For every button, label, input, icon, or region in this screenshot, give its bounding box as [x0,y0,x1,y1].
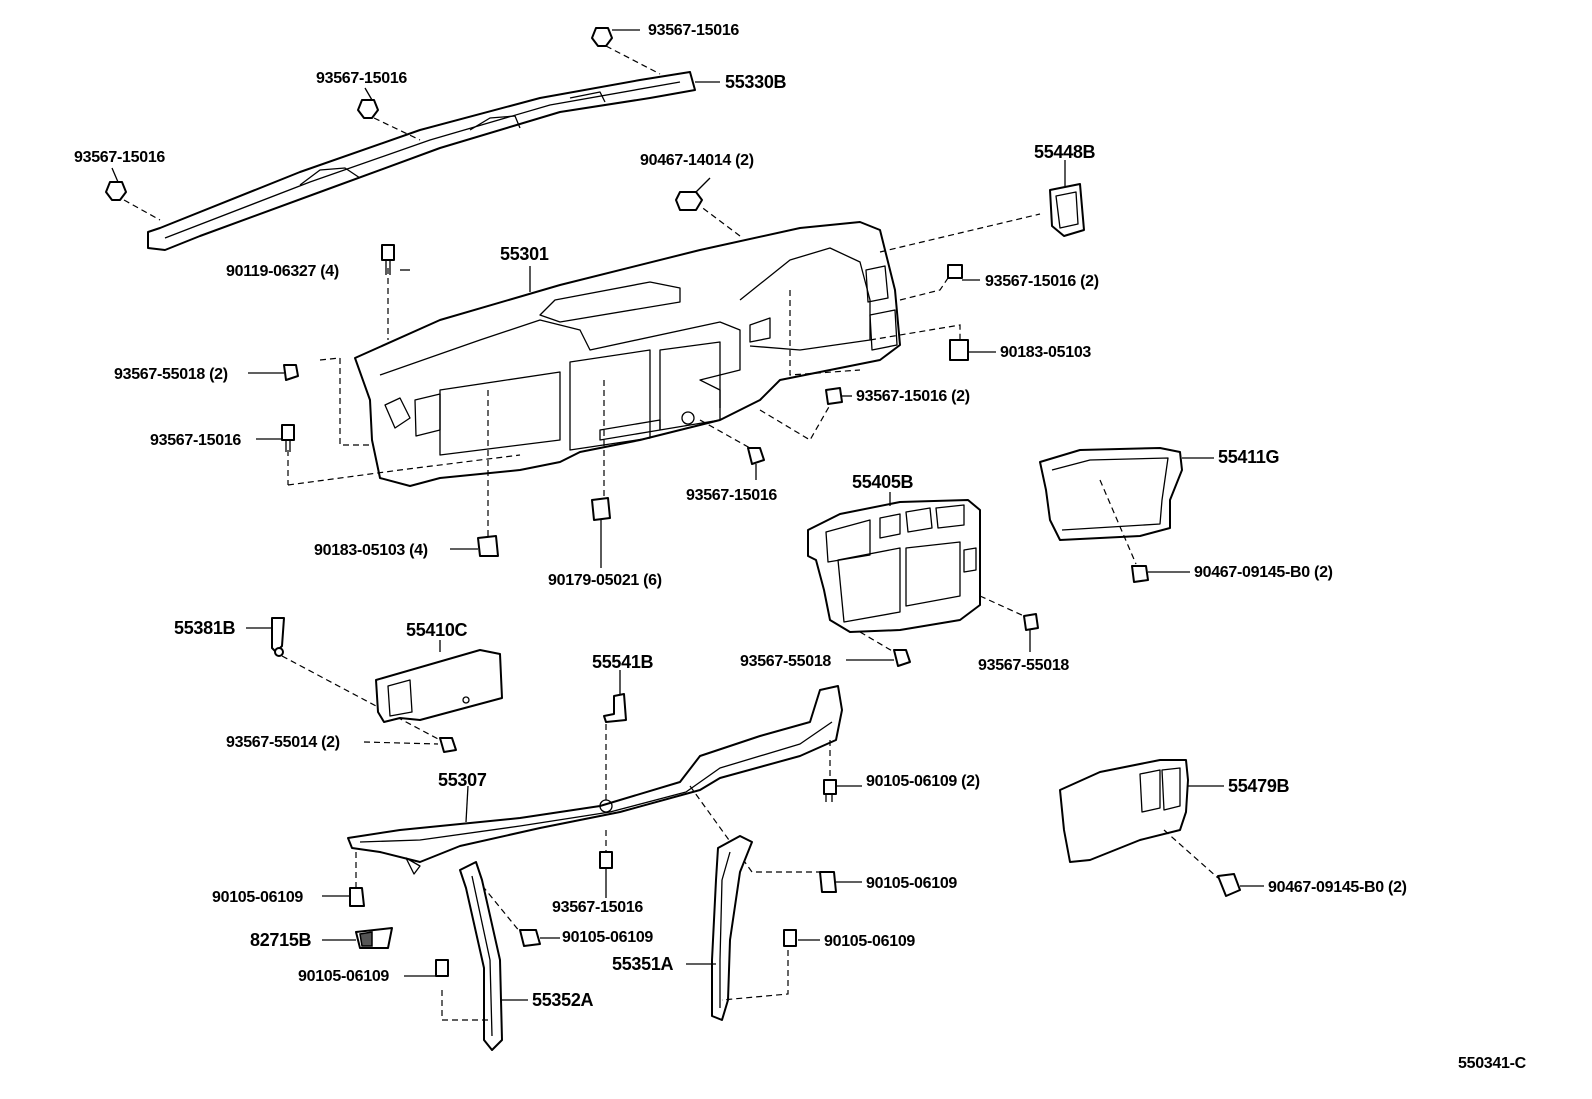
label-93567-15016-2a: 93567-15016 (2) [985,273,1099,290]
label-90183-05103-r: 90183-05103 [1000,344,1091,361]
label-93567-15016-e: 93567-15016 [686,487,777,504]
label-93567-15016-d: 93567-15016 [150,432,241,449]
label-55405B: 55405B [852,472,914,492]
part-55541B-bracket [603,693,627,723]
label-55352A: 55352A [532,990,594,1010]
label-55351A: 55351A [612,954,674,974]
label-90119-06327: 90119-06327 (4) [226,263,339,280]
label-90105-06109-c: 90105-06109 [562,929,653,946]
part-55330B-reinforcement [147,71,696,251]
label-90105-06109-b: 90105-06109 [866,875,957,892]
diagram-code: 550341-C [1458,1055,1527,1072]
part-55410C-box [375,649,503,723]
label-90467-09145-b: 90467-09145-B0 (2) [1268,879,1407,896]
part-55301-instrument-panel [354,221,901,487]
part-55352A-brace [459,861,503,1051]
label-93567-15016-2b: 93567-15016 (2) [856,388,970,405]
part-55381B-bracket [271,617,285,657]
label-55411G: 55411G [1218,447,1279,467]
part-55479B-lower-panel [1059,759,1189,863]
label-90183-05103-4: 90183-05103 (4) [314,542,428,559]
label-93567-55018-a: 93567-55018 [740,653,831,670]
label-93567-15016-f: 93567-15016 [552,899,643,916]
clip-icon [349,779,837,977]
part-82715B-bracket [355,927,393,949]
label-55381B: 55381B [174,618,236,638]
clip-icon [439,737,457,753]
label-90105-06109-2: 90105-06109 (2) [866,773,980,790]
label-55541B: 55541B [592,652,654,672]
label-93567-55018-b: 93567-55018 [978,657,1069,674]
label-90467-09145-a: 90467-09145-B0 (2) [1194,564,1333,581]
label-90179-05021: 90179-05021 (6) [548,572,662,589]
label-93567-15016-top: 93567-15016 [648,22,739,39]
label-93567-15016-c: 93567-15016 [74,149,165,166]
label-93567-15016-b: 93567-15016 [316,70,407,87]
label-93567-55014: 93567-55014 (2) [226,734,340,751]
label-55479B: 55479B [1228,776,1290,796]
label-55307: 55307 [438,770,487,790]
label-90105-06109-a: 90105-06109 [212,889,303,906]
label-90467-14014: 90467-14014 (2) [640,152,754,169]
label-55330B: 55330B [725,72,787,92]
label-55448B: 55448B [1034,142,1096,162]
label-90105-06109-e: 90105-06109 [298,968,389,985]
part-55405B-center-cluster [807,499,981,633]
clip-icon [893,613,1039,667]
clip-icon [1217,873,1241,897]
label-55410C: 55410C [406,620,468,640]
part-55307-panel-reinforcement [347,685,843,875]
clip-icon [1131,565,1149,583]
part-55448B-cap [1049,183,1085,237]
label-93567-55018-2: 93567-55018 (2) [114,366,228,383]
label-55301: 55301 [500,244,549,264]
label-90105-06109-d: 90105-06109 [824,933,915,950]
part-55411G-cluster-hood [1039,447,1183,541]
label-82715B: 82715B [250,930,312,950]
